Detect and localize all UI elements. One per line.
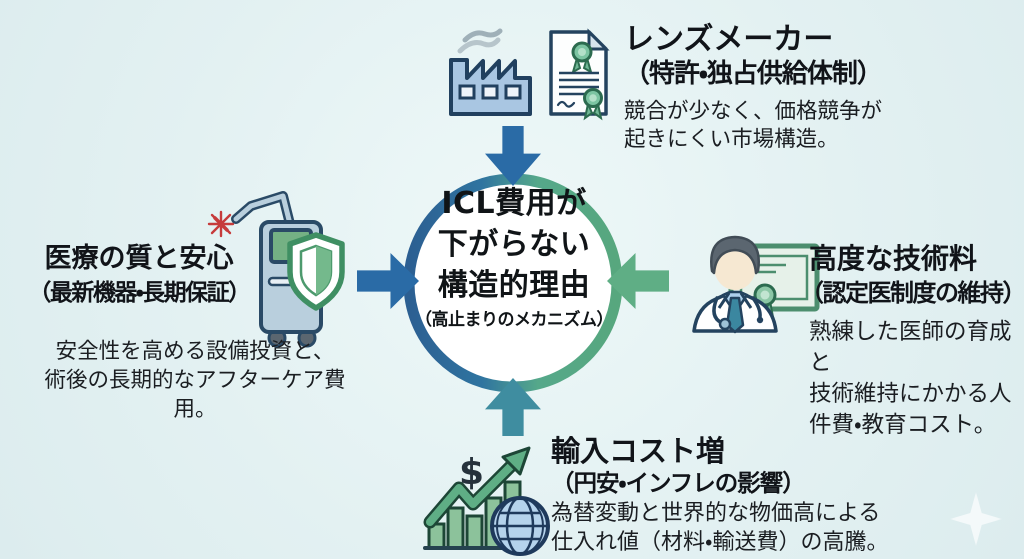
doctor-icon [692,235,778,334]
node-import-cost: 輸入コスト増 （円安・インフレの影響） 為替変動と世界的な物価高による 仕入れ値… [551,433,911,557]
node-technical-fee: 高度な技術料 （認定医制度の維持） 熟練した医師の育成と 技術維持にかかる人 件… [800,241,1024,441]
node-description: 為替変動と世界的な物価高による 仕入れ値（材料・輸送費）の高騰。 [551,501,889,555]
center-title-line: 下がらない [437,227,591,262]
dollar-sign: $ [459,452,484,493]
factory-icon [449,28,532,116]
node-lens-maker: レンズメーカー （特許・独占供給体制） 競合が少なく、価格競争が 起きにくい市場… [624,21,954,154]
center-subtitle: （高止まりのメカニズム） [415,310,614,330]
center-title-line: 構造的理由 [437,268,591,303]
globe-icon [490,496,550,556]
node-description: 熟練した医師の育成と 技術維持にかかる人 件費・教育コスト。 [809,319,1012,438]
node-medical-quality: 医療の質と安心 （最新機器・長期保証） [14,241,264,309]
node-title: 医療の質と安心 [44,243,234,274]
center-title-line: ICL費用が [441,186,587,221]
node-subtitle: （最新機器・長期保証） [28,280,251,306]
node-title: 高度な技術料 [809,242,978,275]
node-subtitle: （特許・独占供給体制） [624,59,883,89]
node-title: 輸入コスト増 [551,434,726,468]
laser-burst-icon [207,210,235,238]
node-subtitle: （円安・インフレの影響） [551,469,806,497]
node-title: レンズメーカー [624,22,834,57]
certificate-icon [549,28,610,121]
node-description: 安全性を高める設備投資と、 術後の長期的なアフターケア費用。 [44,339,346,422]
node-subtitle: （認定医制度の維持） [800,279,1024,307]
node-description: 競合が少なく、価格競争が 起きにくい市場構造。 [624,99,883,152]
sparkle-icon [950,492,1002,546]
shield-icon [287,232,345,311]
center-title-block: ICL費用が 下がらない 構造的理由 （高止まりのメカニズム） [401,183,627,331]
